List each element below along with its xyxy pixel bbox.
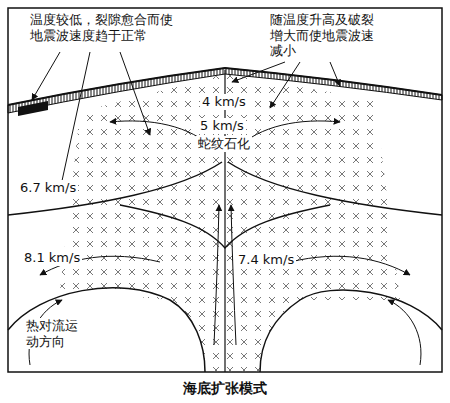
velocity-label: 7.4 km/s — [236, 252, 296, 268]
velocity-label: 4 km/s — [200, 94, 248, 110]
velocity-label: 5 km/s — [198, 118, 246, 134]
frame — [8, 8, 442, 372]
velocity-label: 蛇纹石化 — [196, 136, 252, 152]
convection-cell — [260, 290, 442, 372]
convection-cell — [8, 288, 205, 372]
annotation: 随温度升高及破裂增大而使地震波速减小 — [268, 12, 376, 59]
velocity-label: 6.7 km/s — [18, 180, 78, 196]
annotation: 热对流运动方向 — [24, 318, 86, 349]
cross-hatch — [60, 74, 400, 372]
ridge-axis — [224, 70, 225, 372]
convection-arrows — [29, 121, 421, 365]
caption: 海底扩张模式 — [183, 380, 267, 398]
velocity-label: 8.1 km/s — [22, 250, 82, 266]
dark-patch — [18, 101, 48, 116]
annotation: 温度较低，裂隙愈合而使地震波速度趋于正常 — [28, 12, 182, 43]
leader-arrows — [32, 52, 340, 190]
